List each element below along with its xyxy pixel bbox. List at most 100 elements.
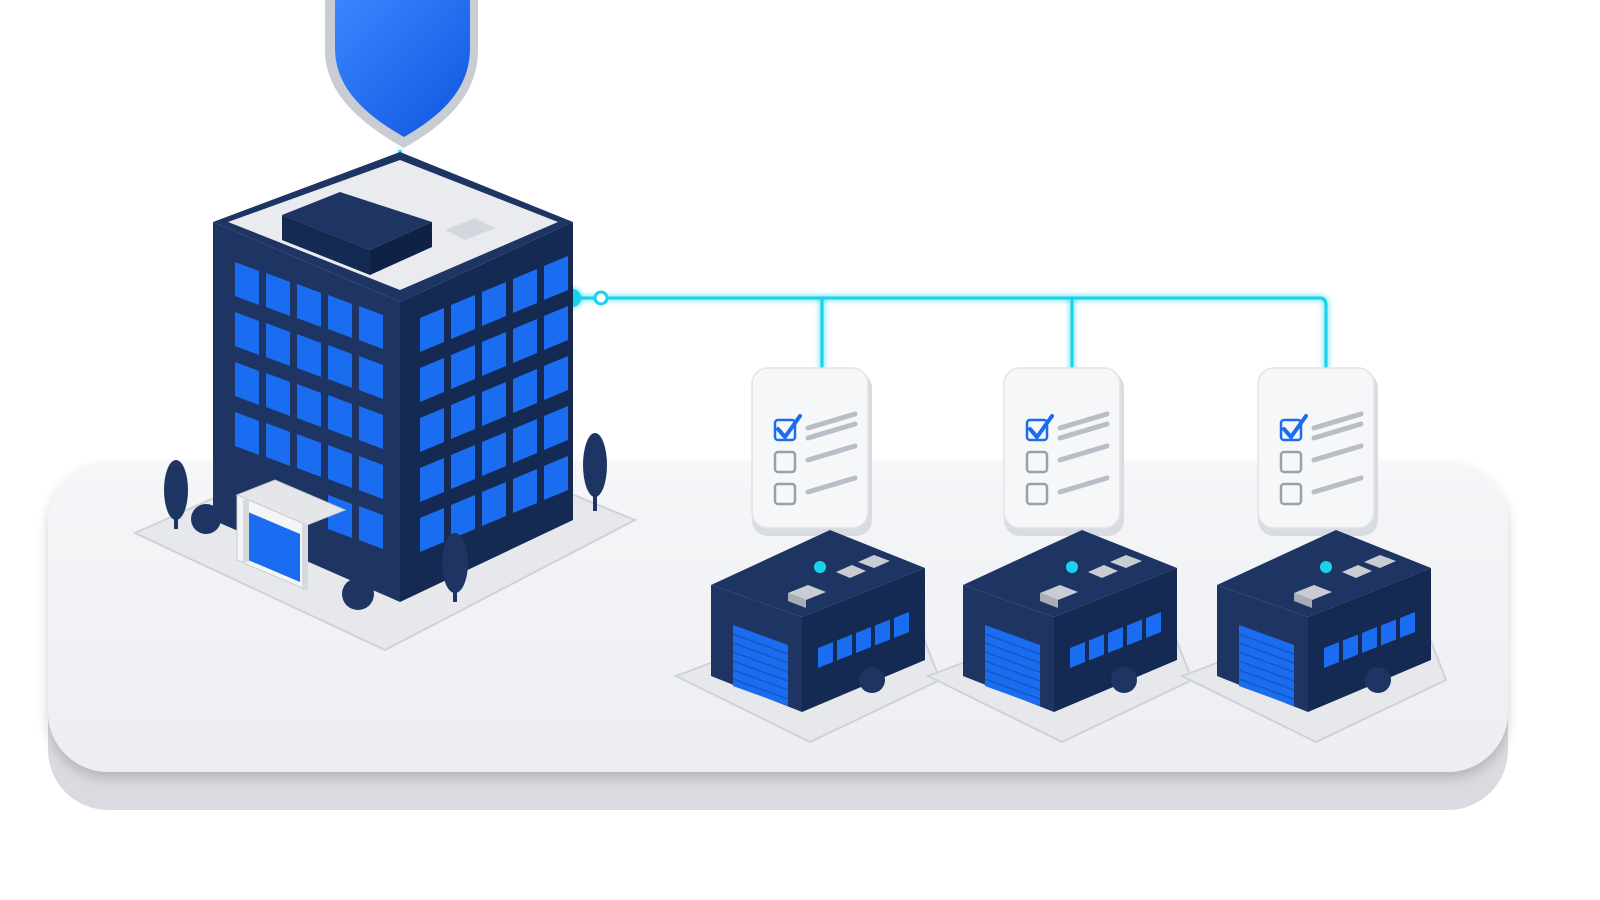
window — [513, 419, 537, 463]
bush-icon — [1111, 667, 1137, 693]
window — [1089, 634, 1104, 661]
window — [297, 284, 321, 327]
garage-door — [984, 625, 1041, 706]
checkbox-icon — [1025, 482, 1049, 506]
window — [482, 282, 506, 326]
bush-icon — [859, 667, 885, 693]
window — [875, 619, 890, 646]
checkbox-icon — [1025, 450, 1049, 474]
hq-windows-left — [235, 262, 383, 549]
window — [359, 356, 383, 399]
branch-site — [1179, 367, 1448, 744]
window — [235, 362, 259, 405]
tree-icon — [342, 578, 374, 610]
checkbox-icon — [773, 482, 797, 506]
window — [451, 395, 475, 439]
window — [451, 495, 475, 539]
window — [297, 384, 321, 427]
window — [1070, 642, 1085, 668]
garage-door — [732, 625, 789, 706]
window — [420, 308, 444, 352]
hq-building — [132, 152, 638, 652]
tree-icon — [442, 533, 468, 602]
window — [235, 262, 259, 305]
window — [235, 412, 259, 455]
window — [544, 356, 568, 400]
window — [359, 506, 383, 549]
tree-icon — [191, 504, 221, 534]
window — [482, 432, 506, 476]
window — [1362, 627, 1377, 653]
window — [818, 642, 833, 668]
window — [420, 408, 444, 452]
branch-site — [925, 367, 1194, 744]
window — [544, 256, 568, 300]
checkmark-icon — [1028, 414, 1054, 439]
window — [266, 323, 290, 366]
window — [420, 508, 444, 552]
warehouse-icon — [925, 530, 1194, 744]
window — [544, 406, 568, 450]
garage-door — [1238, 625, 1295, 706]
window — [544, 306, 568, 350]
window — [328, 395, 352, 438]
branch-site — [673, 367, 942, 744]
window — [1400, 612, 1415, 638]
window — [451, 295, 475, 339]
connector-node — [814, 561, 826, 573]
window — [328, 345, 352, 388]
window — [482, 482, 506, 526]
window — [837, 634, 852, 661]
window — [513, 369, 537, 413]
window — [451, 345, 475, 389]
connector-node — [1320, 561, 1332, 573]
tree-icon — [164, 460, 188, 529]
window — [513, 319, 537, 363]
tree-icon — [583, 433, 607, 511]
window — [420, 458, 444, 502]
branch-sites — [673, 367, 1448, 744]
window — [482, 332, 506, 376]
hq-entrance — [235, 479, 347, 591]
checkbox-icon — [1279, 482, 1303, 506]
checkbox-checked-icon — [773, 418, 797, 442]
window — [1381, 619, 1396, 646]
shield-icon — [325, 0, 478, 148]
checkbox-checked-icon — [1025, 418, 1049, 442]
window — [482, 382, 506, 426]
connector-node — [1066, 561, 1078, 573]
checkmark-icon — [776, 414, 802, 439]
window — [359, 456, 383, 499]
window — [235, 312, 259, 355]
window — [359, 306, 383, 349]
checklist-icon — [1003, 367, 1124, 536]
warehouse-icon — [673, 530, 942, 744]
window — [328, 445, 352, 488]
window — [451, 445, 475, 489]
window — [513, 469, 537, 513]
window — [266, 273, 290, 316]
window — [1108, 627, 1123, 653]
window — [1127, 619, 1142, 646]
checklist-icon — [751, 367, 872, 536]
window — [513, 269, 537, 313]
window — [359, 406, 383, 449]
window — [1324, 642, 1339, 668]
window — [266, 373, 290, 416]
warehouse-icon — [1179, 530, 1448, 744]
window — [1146, 612, 1161, 638]
window — [544, 456, 568, 500]
bush-icon — [1365, 667, 1391, 693]
window — [297, 334, 321, 377]
connector-node-ring — [593, 290, 609, 306]
checklist-icon — [1257, 367, 1378, 536]
window — [420, 358, 444, 402]
checkbox-checked-icon — [1279, 418, 1303, 442]
window — [328, 295, 352, 338]
window — [856, 627, 871, 653]
checkbox-icon — [1279, 450, 1303, 474]
window — [297, 434, 321, 477]
window — [1343, 634, 1358, 661]
checkbox-icon — [773, 450, 797, 474]
